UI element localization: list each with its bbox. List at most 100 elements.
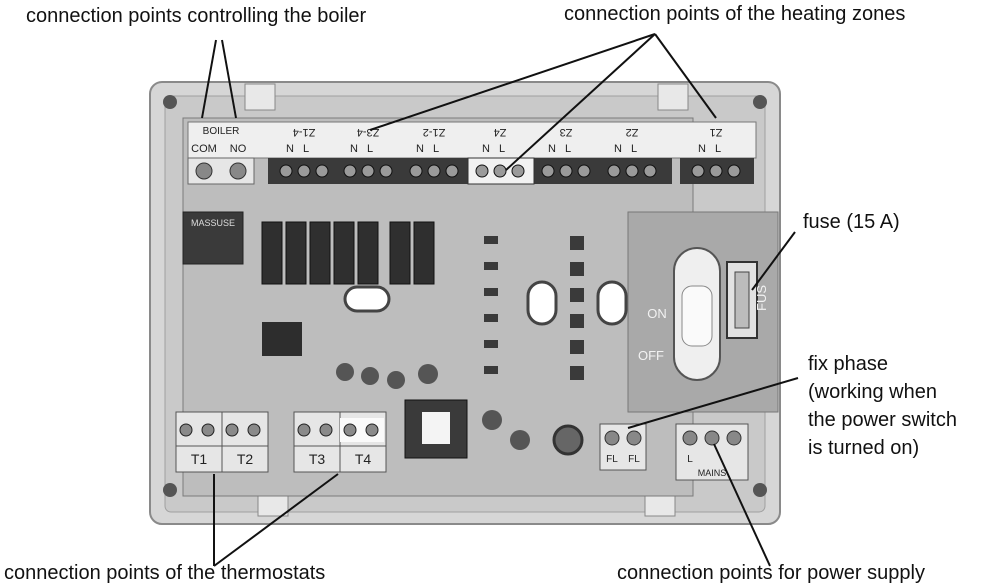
zone-terminal-l: L (303, 143, 309, 155)
terminal-screw (691, 164, 705, 178)
zone-terminal-l: L (631, 143, 637, 155)
callout-boiler: connection points controlling the boiler (26, 5, 367, 27)
switch-off-label: OFF (638, 348, 664, 363)
callout-fuse: fuse (15 A) (803, 211, 900, 233)
terminal-screw (607, 164, 621, 178)
led (484, 236, 498, 244)
terminal-screw (225, 423, 239, 437)
terminal-screw (427, 164, 441, 178)
terminal-screw (179, 423, 193, 437)
callout-fix-phase-line-1: fix phase (808, 353, 889, 375)
boiler-terminal-block (187, 157, 255, 185)
capacitor (482, 410, 502, 430)
power-switch-rocker (681, 285, 713, 347)
relay (285, 221, 307, 285)
callout-fix-phase-line-4: is turned on) (808, 437, 920, 459)
top-clip (244, 83, 276, 111)
terminal-screw (315, 164, 329, 178)
terminal-screw (365, 423, 379, 437)
terminal-screw (709, 164, 723, 178)
inductor-coil (552, 424, 584, 456)
zone-screws (279, 164, 741, 178)
zone-relays (261, 221, 435, 285)
mounting-hole (163, 95, 177, 109)
terminal-screw (279, 164, 293, 178)
relay-main (182, 211, 244, 265)
led (484, 314, 498, 322)
fix-phase-terminal-1: FL (606, 454, 618, 465)
terminal-screw (559, 164, 573, 178)
terminal-screw (361, 164, 375, 178)
led (484, 288, 498, 296)
relay-brand: MASSUSE (191, 218, 235, 228)
relay (333, 221, 355, 285)
switch-on-label: ON (647, 306, 667, 321)
zone-terminal-n: N (698, 143, 706, 155)
thermostat-t3: T3 (309, 451, 326, 467)
led (484, 340, 498, 348)
leader-boiler-left (201, 39, 217, 119)
callout-fix-phase-line-2: (working when (808, 381, 937, 403)
boiler-title: BOILER (203, 126, 240, 137)
push-button (570, 262, 584, 276)
zone-label: Z1-4 (293, 126, 316, 138)
zone-terminal-n: N (286, 143, 294, 155)
thermostat-terminal-block-left (175, 411, 269, 473)
leader-thermostats-right (213, 473, 339, 567)
relay (309, 221, 331, 285)
thermostat-screws (179, 423, 379, 437)
capacitor (510, 430, 530, 450)
push-button (570, 314, 584, 328)
thermostat-t1: T1 (191, 451, 208, 467)
top-clip (657, 83, 689, 111)
oval-cutout (343, 285, 391, 313)
leader-lines (201, 33, 799, 567)
zone-terminal-n: N (350, 143, 358, 155)
oval-cutout (596, 280, 628, 326)
terminal-screw (475, 164, 489, 178)
zone-terminal-l: L (367, 143, 373, 155)
leader-zones-2 (505, 33, 656, 171)
terminal-screw (727, 164, 741, 178)
leader-power-supply (713, 443, 771, 567)
zone-label: Z1-2 (423, 126, 446, 138)
zone-terminal-l: L (715, 143, 721, 155)
zone-terminal-n: N (482, 143, 490, 155)
terminal-screw (577, 164, 591, 178)
microcontroller-chip (262, 322, 302, 356)
capacitor (336, 363, 354, 381)
zone-label-strip (187, 121, 757, 159)
leader-zones-3 (654, 33, 717, 119)
mounting-hole (753, 95, 767, 109)
mains-label: MAINS (698, 468, 727, 478)
callout-fix-phase-line-3: the power switch (808, 409, 957, 431)
callout-power-supply: connection points for power supply (617, 562, 925, 584)
terminal-screw (343, 164, 357, 178)
push-button (570, 236, 584, 250)
capacitor (361, 367, 379, 385)
zone-label: Z2 (626, 126, 639, 138)
terminal-screw (625, 164, 639, 178)
terminal-screw (511, 164, 525, 178)
terminal-screw (201, 423, 215, 437)
boiler-terminal-com: COM (191, 143, 217, 155)
boiler-terminal-no: NO (230, 143, 247, 155)
zone-label: Z4 (494, 126, 507, 138)
callout-thermostats: connection points of the thermostats (4, 562, 326, 584)
zone-terminal-n: N (416, 143, 424, 155)
terminal-screw (247, 423, 261, 437)
terminal-screw (409, 164, 423, 178)
fix-phase-terminal-2: FL (628, 454, 640, 465)
terminal-screw (319, 423, 333, 437)
mounting-hole (163, 483, 177, 497)
relay (413, 221, 435, 285)
mains-terminal-block (675, 423, 749, 481)
led-column (484, 236, 584, 380)
zone-terminal-n: N (614, 143, 622, 155)
led (484, 262, 498, 270)
led (484, 366, 498, 374)
mounting-hole (753, 483, 767, 497)
relay (389, 221, 411, 285)
leader-fuse (751, 231, 796, 291)
